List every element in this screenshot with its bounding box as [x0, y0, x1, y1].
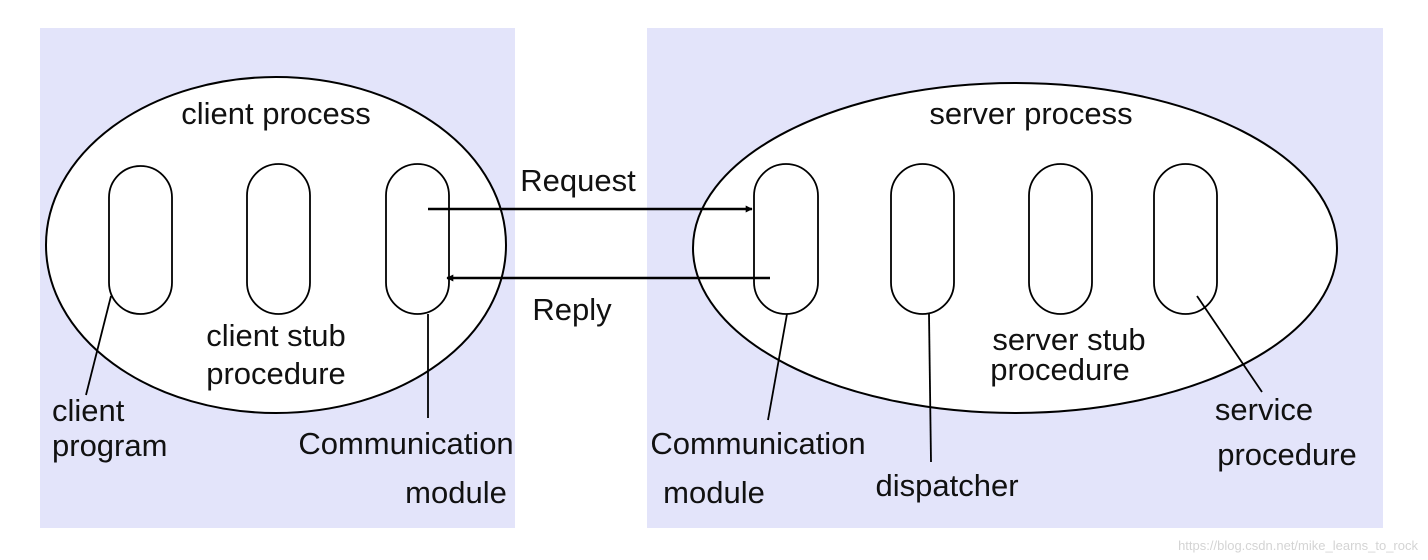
server-stub-label-line1: server stub	[992, 322, 1145, 357]
service-label-line1: service	[1215, 392, 1313, 427]
client-comm-capsule	[385, 163, 450, 315]
client-comm-label-line1: Communication	[298, 426, 513, 461]
server-stub-capsule	[1028, 163, 1093, 315]
dispatcher-leader	[928, 313, 932, 463]
service-leader	[1196, 295, 1263, 393]
server-process-label: server process	[929, 96, 1132, 131]
server-comm-capsule	[753, 163, 819, 315]
client-comm-label-line2: module	[405, 475, 507, 510]
server-comm-leader	[767, 313, 788, 421]
watermark: https://blog.csdn.net/mike_learns_to_roc…	[1178, 538, 1418, 553]
client-process-label: client process	[181, 96, 371, 131]
service-label-line2: procedure	[1217, 437, 1357, 472]
client-program-capsule	[108, 165, 173, 315]
dispatcher-capsule	[890, 163, 955, 315]
client-stub-label-line2: procedure	[206, 356, 346, 391]
client-program-label-line1: client	[52, 393, 125, 428]
client-stub-label-line1: client stub	[206, 318, 346, 353]
client-program-label-line2: program	[52, 428, 167, 463]
server-comm-label-line2: module	[663, 475, 765, 510]
dispatcher-label: dispatcher	[875, 468, 1018, 503]
server-comm-label-line1: Communication	[650, 426, 865, 461]
request-label: Request	[520, 163, 636, 198]
service-capsule	[1153, 163, 1218, 315]
server-stub-label-line2: procedure	[990, 352, 1130, 387]
reply-label: Reply	[532, 292, 612, 327]
client-stub-capsule	[246, 163, 311, 315]
client-program-leader	[85, 295, 112, 396]
